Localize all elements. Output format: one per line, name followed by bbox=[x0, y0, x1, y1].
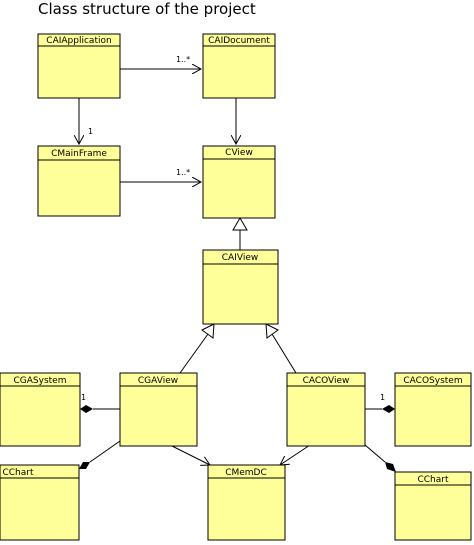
mult-frame-view: 1..* bbox=[176, 168, 190, 177]
class-name-cacosystem: CACOSystem bbox=[403, 376, 462, 386]
class-cmainframe: CMainFrame bbox=[37, 145, 121, 217]
class-cgaview: CGAView bbox=[119, 372, 198, 447]
edge-gaview-memdc bbox=[169, 444, 210, 465]
class-cgasystem: CGASystem bbox=[0, 372, 81, 447]
class-cchart-left: CChart bbox=[0, 464, 80, 541]
class-cacoview: CACOView bbox=[286, 372, 366, 447]
class-cacosystem: CACOSystem bbox=[394, 372, 472, 447]
class-name-cgaview: CGAView bbox=[138, 376, 178, 386]
generalization-arrow-aiview bbox=[232, 217, 248, 231]
mult-acoview-acosystem: 1 bbox=[380, 393, 385, 402]
generalization-arrow-gaview bbox=[201, 323, 215, 339]
class-name-cmemdc: CMemDC bbox=[225, 468, 267, 478]
edge-acoview-chart-right bbox=[364, 444, 386, 463]
edge-acoview-memdc bbox=[280, 444, 311, 465]
edge-acoview-aiview bbox=[271, 333, 297, 374]
composition-diamond-chart-right bbox=[385, 462, 396, 472]
class-name-caidocument: CAIDocument bbox=[208, 36, 270, 46]
mult-app-frame: 1 bbox=[88, 127, 93, 136]
class-cchart-right: CChart bbox=[394, 471, 472, 541]
class-name-cgasystem: CGASystem bbox=[14, 376, 67, 386]
class-cview: CView bbox=[202, 145, 276, 219]
class-caidocument: CAIDocument bbox=[202, 33, 276, 99]
diagram-title: Class structure of the project bbox=[38, 0, 256, 18]
mult-app-document: 1..* bbox=[176, 55, 190, 64]
composition-diamond-gasystem bbox=[80, 405, 93, 413]
class-name-caiview: CAIView bbox=[222, 253, 258, 263]
mult-gaview-gasystem: 1 bbox=[81, 393, 86, 402]
generalization-arrow-acoview bbox=[265, 323, 279, 339]
class-name-cacoview: CACOView bbox=[303, 376, 350, 386]
class-name-caiapplication: CAIApplication bbox=[46, 36, 111, 46]
composition-diamond-chart-left bbox=[79, 462, 90, 469]
class-caiview: CAIView bbox=[202, 249, 279, 325]
class-name-cmainframe: CMainFrame bbox=[51, 149, 107, 159]
class-name-cview: CView bbox=[225, 148, 253, 158]
class-name-cchart-right: CChart bbox=[417, 475, 448, 485]
edge-gaview-aiview bbox=[179, 333, 209, 374]
composition-diamond-acosystem bbox=[382, 405, 395, 413]
class-caiapplication: CAIApplication bbox=[37, 33, 121, 99]
edge-gaview-chart-left bbox=[89, 440, 121, 463]
class-cmemdc: CMemDC bbox=[207, 464, 286, 541]
class-name-cchart-left: CChart bbox=[2, 468, 33, 478]
